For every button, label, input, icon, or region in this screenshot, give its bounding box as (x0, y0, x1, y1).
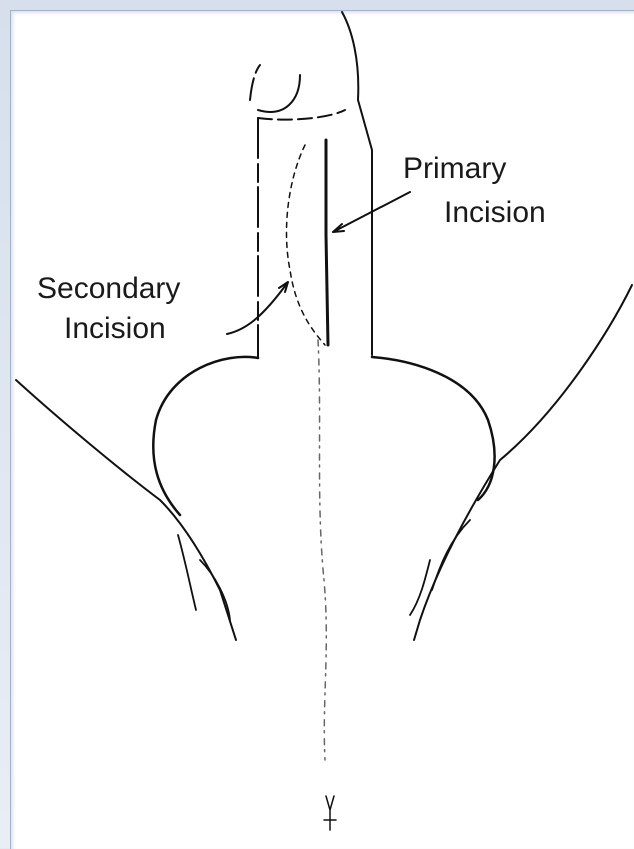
primary-label-line2: Incision (444, 196, 546, 229)
secondary-label-line2: Incision (64, 312, 166, 345)
right-thigh-line (414, 285, 632, 640)
midline-raphe (318, 340, 326, 760)
right-thigh-branch (410, 520, 470, 615)
secondary-incision-line (286, 145, 325, 345)
left-thigh-branch (178, 535, 230, 620)
primary-label-line1: Primary (403, 152, 506, 185)
secondary-label-line1: Secondary (37, 272, 180, 305)
scrotum-outline (153, 357, 494, 515)
primary-incision-line (326, 140, 328, 345)
perineum-mark (324, 796, 336, 830)
left-thigh-line (16, 380, 236, 640)
